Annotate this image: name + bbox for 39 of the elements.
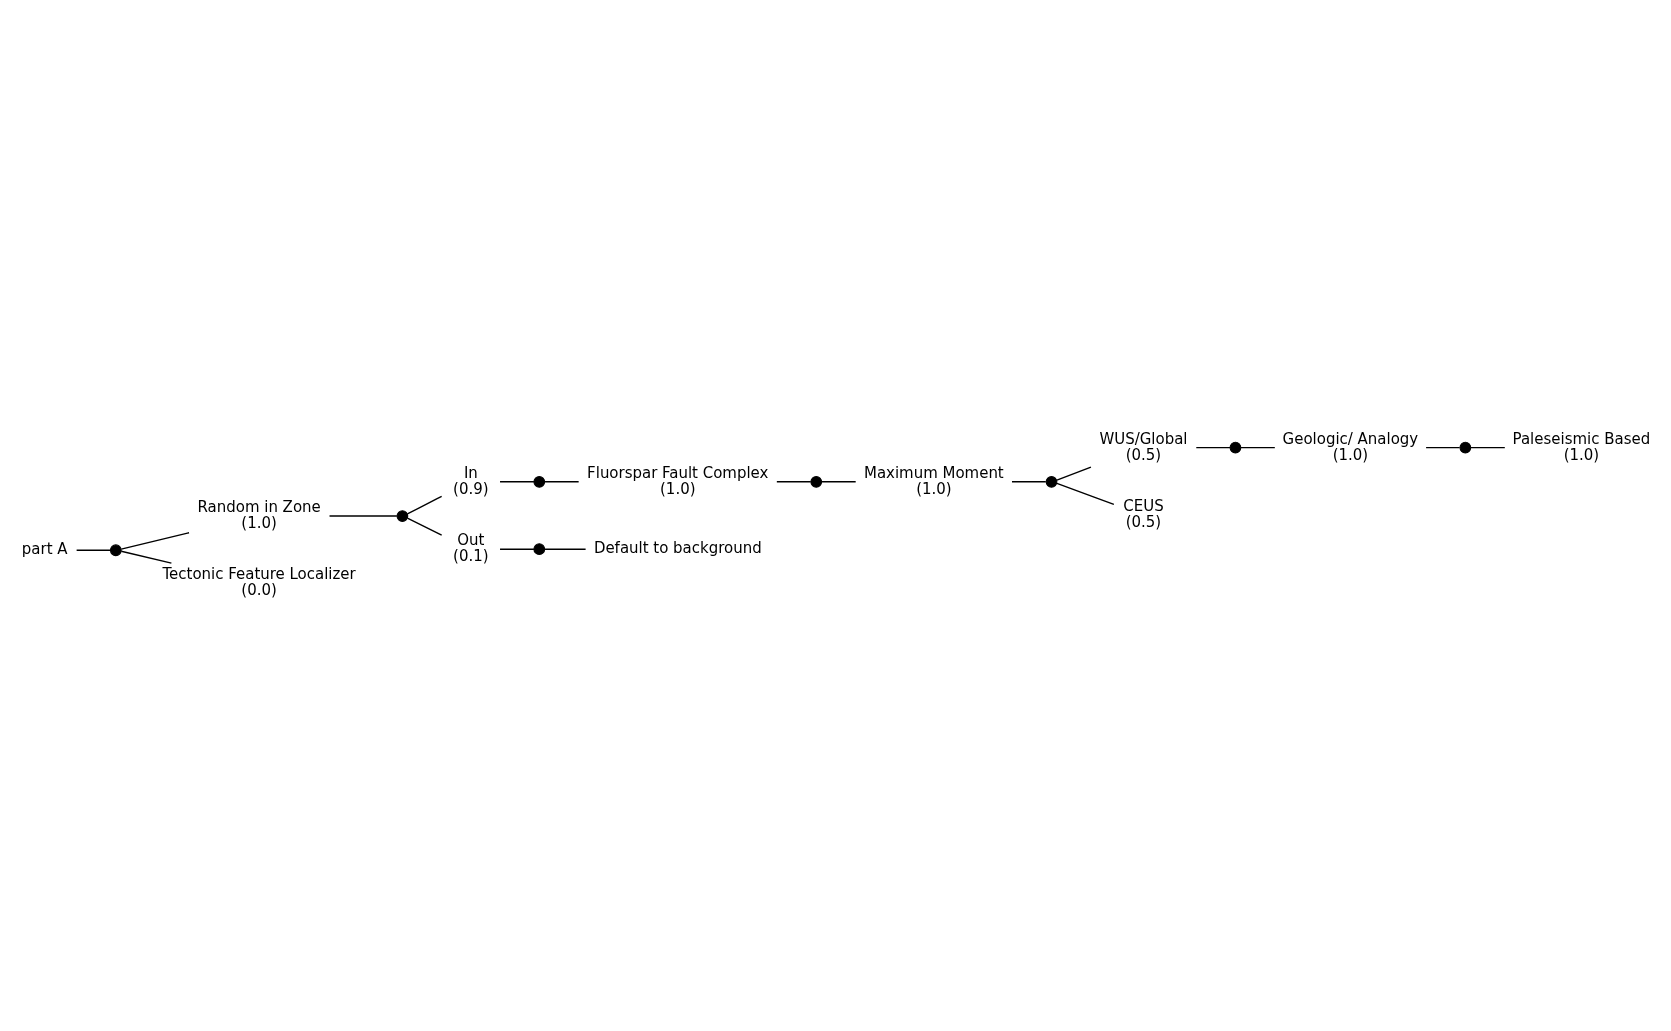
node-text: CEUS (0.5) <box>1123 496 1164 531</box>
connector <box>1011 481 1047 483</box>
connector <box>328 515 398 517</box>
node-circle <box>533 475 546 488</box>
connector <box>544 481 580 483</box>
node-circle <box>396 510 409 522</box>
connector <box>406 517 443 536</box>
node-circle <box>810 475 823 488</box>
connector <box>120 550 173 564</box>
connector <box>1425 446 1461 449</box>
node-text: part A <box>21 540 68 559</box>
node-circle <box>109 544 122 557</box>
node-text: Out (0.1) <box>453 531 489 566</box>
node-text: Default to background <box>593 539 762 558</box>
connector <box>776 481 812 483</box>
connector <box>1056 482 1115 506</box>
connector <box>1240 446 1276 449</box>
connector <box>499 548 535 550</box>
connector <box>1470 446 1506 449</box>
connector <box>1056 466 1092 481</box>
node-circle <box>1229 441 1242 454</box>
connector <box>120 532 190 550</box>
node-text: Paleseismic Based (1.0) <box>1512 429 1651 464</box>
node-circle <box>1459 441 1472 454</box>
connector <box>406 495 443 515</box>
connector <box>75 549 111 551</box>
node-text: Random in Zone (1.0) <box>197 497 321 533</box>
node-text: Tectonic Feature Localizer (0.0) <box>162 565 356 600</box>
node-circle <box>533 543 546 556</box>
node-text: In (0.9) <box>453 463 489 498</box>
connector <box>544 548 587 550</box>
connector <box>499 481 535 483</box>
node-text: WUS/Global (0.5) <box>1099 429 1188 464</box>
node-text: Maximum Moment (1.0) <box>864 463 1004 498</box>
node-text: Geologic/ Analogy (1.0) <box>1282 429 1419 464</box>
connector <box>821 481 857 483</box>
connector <box>1195 446 1231 449</box>
node-circle <box>1045 475 1058 488</box>
node-text: Fluorspar Fault Complex (1.0) <box>587 463 769 498</box>
